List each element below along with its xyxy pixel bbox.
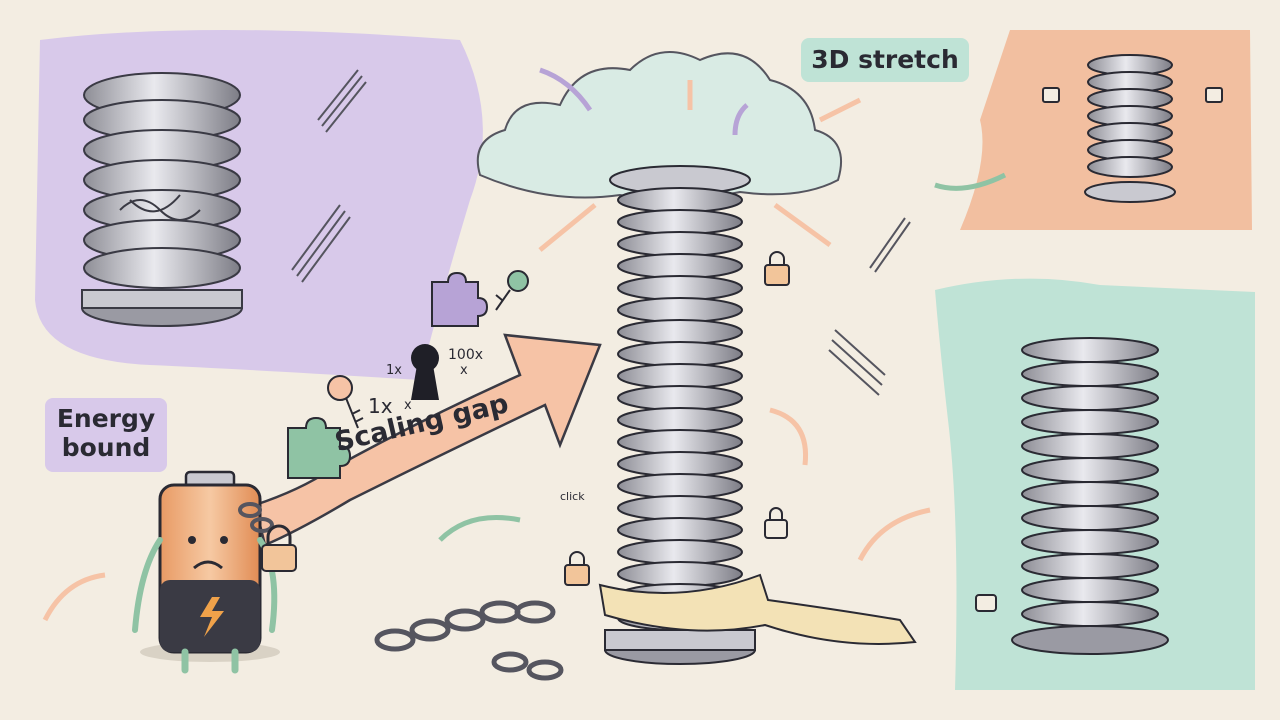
stretch-3d-label: 3D stretch [801,38,969,82]
spring-coil [617,385,743,411]
marking-1x: 1x [386,363,402,378]
spring-coil [617,429,743,455]
marking-x-b: x [460,363,468,378]
small-spring-icon [291,69,911,396]
key-icon [327,270,529,429]
puzzle-piece-icon [287,271,489,479]
compressed-spring-icon [81,72,243,327]
small-spring-icon [1084,54,1176,203]
spring-coil [1021,553,1159,579]
chain-icon [238,502,274,533]
spring-coil [617,297,743,323]
spring-coil [617,341,743,367]
spring-coil [617,231,743,257]
spring-coil [1021,505,1159,531]
marking-100x: 100x [448,347,484,363]
tape-measure-icon [598,573,917,645]
energy-bound-label: Energy bound [45,398,167,472]
spring-coil [1021,361,1159,387]
spring-coil [1021,457,1159,483]
spring-coil [1021,409,1159,435]
spring-coil [617,253,743,279]
spring-coil [1021,481,1159,507]
click-note: click [560,490,585,503]
chain-icon [374,600,564,681]
spring-coil [617,473,743,499]
spring-coil [617,275,743,301]
spring-coil [1021,529,1159,555]
spring-coil [617,209,743,235]
marking-1x-large: 1x [368,394,393,418]
padlock-icon [261,524,297,572]
curved-arrow-icon [42,67,1007,622]
spring-coil [617,495,743,521]
battery-icon [132,470,280,674]
spring-coil [617,187,743,213]
padlock-icon [564,87,1223,612]
keyhole-icon [411,344,439,400]
spring-coil [1021,577,1159,603]
compressed-spring-icon [1011,337,1169,655]
spring-coil [1021,601,1159,627]
marking-x-a: x [404,398,412,413]
spring-coil [617,363,743,389]
spring-coil [617,319,743,345]
spring-coil [617,407,743,433]
spring-coil [1021,337,1159,363]
tall-spring-icon [604,165,756,665]
spring-coil [617,517,743,543]
spring-coil [1021,433,1159,459]
spring-coil [1021,385,1159,411]
spring-coil [617,451,743,477]
spring-coil [617,561,743,587]
spring-coil [617,539,743,565]
